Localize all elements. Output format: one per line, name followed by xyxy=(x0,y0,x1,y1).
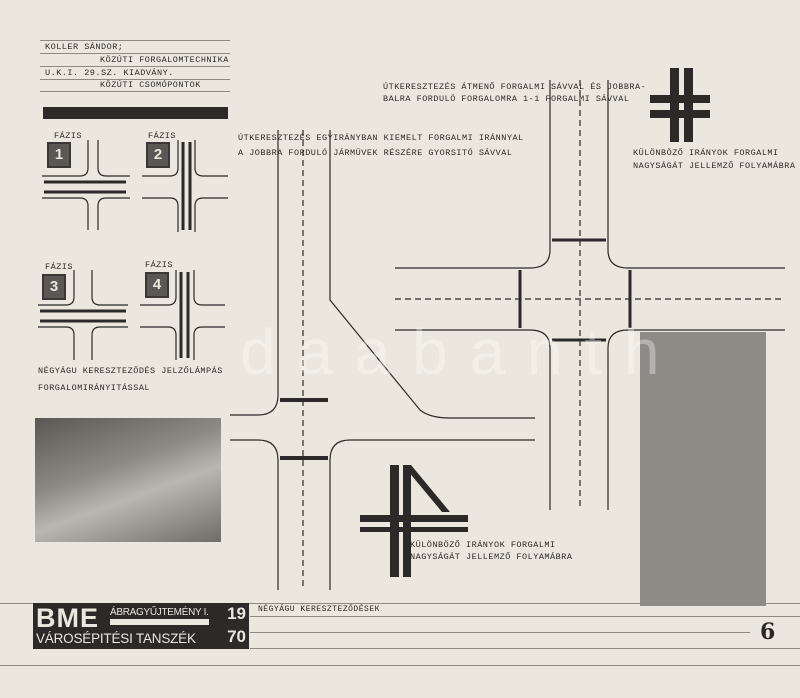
bme-logo: BME xyxy=(36,603,99,633)
phase-3-number: 3 xyxy=(42,274,66,300)
right-intersection-plan xyxy=(395,80,785,510)
left-diagram-title-1: ÚTKERESZTEZÉS EGYIRÁNYBAN KIEMELT FORGAL… xyxy=(238,133,524,143)
gray-panel xyxy=(640,332,766,606)
left-diagram-title-2: A JOBBRA FORDULÓ JÁRMÜVEK RÉSZÉRE GYORSI… xyxy=(238,148,513,158)
section-title: NÉGYÁGU KERESZTEZŐDÉSEK xyxy=(258,605,380,614)
flow-diagram-bottom xyxy=(360,465,468,577)
page-number: 6 xyxy=(760,619,776,645)
right-diagram-title-1: ÚTKERESZTEZÉS ÁTMENŐ FORGALMI SÁVVAL ÉS … xyxy=(383,82,647,92)
phase-3-label: FÁZIS xyxy=(45,262,74,272)
phase-2-label: FÁZIS xyxy=(148,131,177,141)
year-top: 19 xyxy=(227,604,246,623)
collection-title: ÁBRAGYŰJTEMÉNY I. xyxy=(110,607,209,625)
publication: U.K.I. 29.SZ. KIADVÁNY. xyxy=(45,68,174,78)
phase-4-number: 4 xyxy=(145,272,169,298)
subject: KÖZÚTI FORGALOMTECHNIKA xyxy=(100,55,229,65)
left-intersection-plan xyxy=(230,130,535,590)
phase-4-label: FÁZIS xyxy=(145,260,174,270)
phase-1-number: 1 xyxy=(47,142,71,168)
flow-caption-top-2: NAGYSÁGÁT JELLEMZŐ FOLYAMÁBRA xyxy=(633,161,796,171)
street-photo xyxy=(35,418,221,542)
phase-caption-1: NÉGYÁGU KERESZTEZŐDÉS JELZŐLÁMPÁS xyxy=(38,366,223,376)
phase-1-label: FÁZIS xyxy=(54,131,83,141)
flow-caption-top-1: KÜLÖNBÖZŐ IRÁNYOK FORGALMI xyxy=(633,148,779,158)
author: KOLLER SÁNDOR; xyxy=(45,42,124,52)
phase-diagrams xyxy=(38,140,228,360)
watermark: d a a b a n t h xyxy=(240,316,662,388)
phase-caption-2: FORGALOMIRÁNYITÁSSAL xyxy=(38,383,151,393)
topic: KÖZÚTI CSOMÓPONTOK xyxy=(100,80,201,90)
right-diagram-title-2: BALRA FORDULÓ FORGALOMRA 1-1 FORGALMI SÁ… xyxy=(383,94,630,104)
header-bar xyxy=(43,107,228,119)
flow-diagram-top xyxy=(650,68,710,142)
year-bottom: 70 xyxy=(227,627,246,646)
bme-logo-block: BME ÁBRAGYŰJTEMÉNY I. VÁROSÉPITÉSI TANSZ… xyxy=(33,603,249,649)
flow-caption-bottom-2: NAGYSÁGÁT JELLEMZŐ FOLYAMÁBRA xyxy=(410,552,573,562)
flow-caption-bottom-1: KÜLÖNBÖZŐ IRÁNYOK FORGALMI xyxy=(410,540,556,550)
department: VÁROSÉPITÉSI TANSZÉK xyxy=(36,631,196,646)
phase-2-number: 2 xyxy=(146,142,170,168)
